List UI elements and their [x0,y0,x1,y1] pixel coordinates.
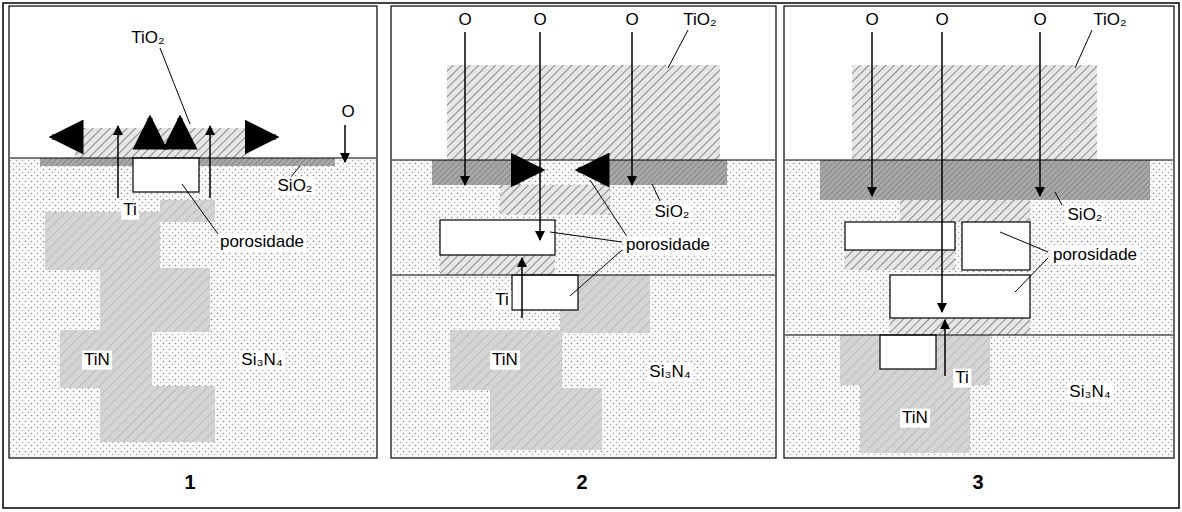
material-label: Si₃N₄ [647,363,692,382]
material-label: O [531,11,548,30]
material-label: SiO₂ [276,177,315,196]
material-label: porosidade [1051,246,1139,265]
material-label: porosidade [624,236,712,255]
material-label: Ti [493,291,511,310]
material-label: SiO₂ [1066,206,1105,225]
material-label: SiO₂ [653,203,692,222]
material-label: O [933,11,950,30]
material-label: Ti [953,369,971,388]
panel-number: 1 [182,471,197,493]
material-label: TiO₂ [129,29,166,48]
material-label: O [456,11,473,30]
material-label: O [623,11,640,30]
material-label: O [1031,11,1048,30]
material-label: Si₃N₄ [1067,383,1112,402]
material-label: TiN [900,409,930,428]
material-label: O [863,11,880,30]
material-label: Ti [121,201,139,220]
material-label: Si₃N₄ [239,351,284,370]
panel-number: 2 [574,471,589,493]
material-label: TiO₂ [681,11,718,30]
panel-number: 3 [970,471,985,493]
material-label: porosidade [218,233,306,252]
material-label: TiN [490,351,520,370]
material-label: TiO₂ [1091,11,1128,30]
material-label: TiN [82,351,112,370]
material-label: O [339,103,356,122]
